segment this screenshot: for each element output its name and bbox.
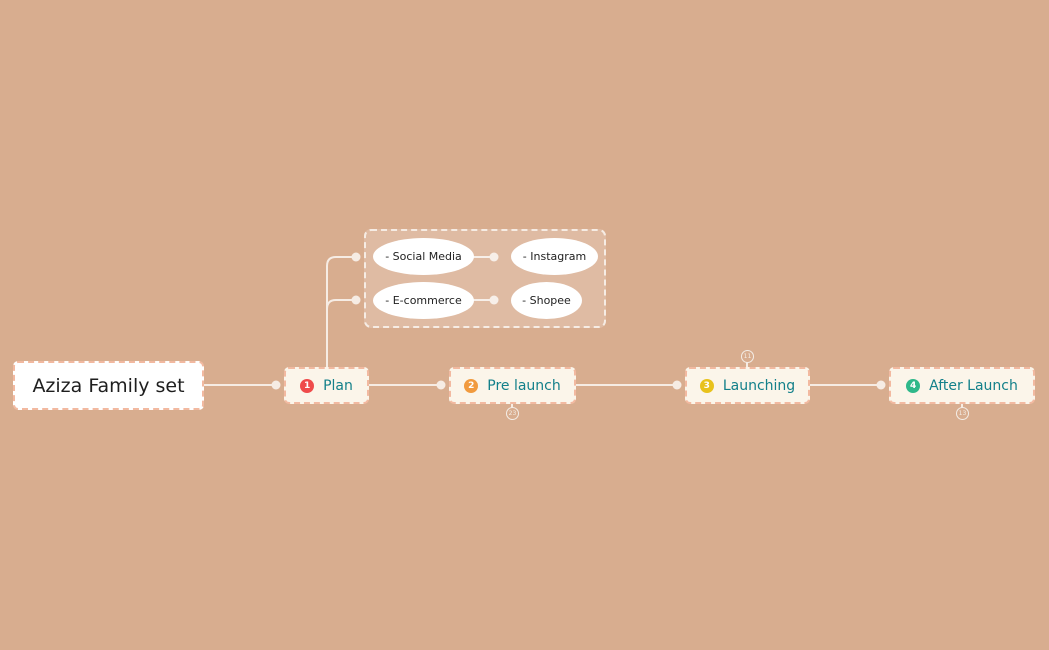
collapsed-count-badge[interactable]: 23 — [506, 407, 519, 420]
collapsed-count-badge[interactable]: 11 — [741, 350, 754, 363]
connector-dot — [351, 252, 361, 262]
node-label: After Launch — [929, 377, 1018, 394]
root-node[interactable]: Aziza Family set — [13, 361, 204, 410]
collapsed-count-badge[interactable]: 13 — [956, 407, 969, 420]
node-pre-launch[interactable]: 2 Pre launch — [449, 367, 576, 404]
number-badge-icon: 4 — [906, 378, 921, 393]
connector-plan-branch — [326, 256, 357, 368]
connector-dot — [271, 380, 281, 390]
subtopic-e-commerce[interactable]: - E-commerce — [373, 282, 474, 319]
node-label: Plan — [323, 377, 353, 394]
node-plan[interactable]: 1 Plan — [284, 367, 369, 404]
connector-plan-branch-2 — [326, 299, 357, 310]
number-badge-icon: 3 — [699, 378, 714, 393]
subtopic-instagram[interactable]: - Instagram — [511, 238, 598, 275]
connector-dot — [489, 295, 499, 305]
connector-dot — [489, 252, 499, 262]
connector-dot — [351, 295, 361, 305]
number-badge-icon: 1 — [300, 378, 315, 393]
subtopic-label: - Instagram — [522, 250, 587, 263]
connector-dot — [672, 380, 682, 390]
node-label: Launching — [722, 377, 796, 394]
node-label: Pre launch — [487, 377, 561, 394]
subtopic-label: - E-commerce — [385, 294, 462, 307]
connector-dot — [876, 380, 886, 390]
node-launching[interactable]: 3 Launching — [685, 367, 810, 404]
subtopic-label: - Social Media — [385, 250, 462, 263]
connector-dot — [436, 380, 446, 390]
subtopic-social-media[interactable]: - Social Media — [373, 238, 474, 275]
subtopic-shopee[interactable]: - Shopee — [511, 282, 582, 319]
number-badge-icon: 2 — [464, 378, 479, 393]
root-node-label: Aziza Family set — [32, 374, 185, 397]
node-after-launch[interactable]: 4 After Launch — [889, 367, 1035, 404]
subtopic-label: - Shopee — [522, 294, 571, 307]
